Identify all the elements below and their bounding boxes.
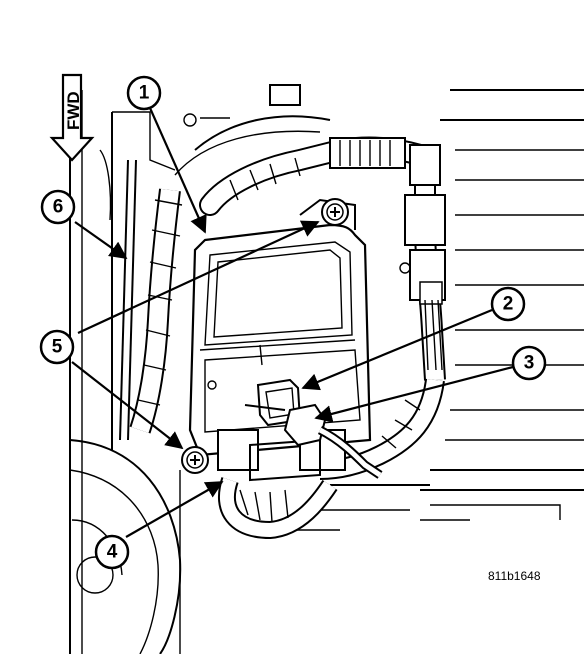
callout-5: 5 [39,329,75,365]
callout-6-label: 6 [53,197,64,218]
callout-2: 2 [490,286,526,322]
drawing-code: 811b1648 [488,569,541,583]
callout-1: 1 [126,75,162,111]
callout-3-label: 3 [524,353,535,374]
leader-3 [314,365,514,423]
leader-1 [148,107,207,234]
leader-6 [74,221,128,260]
leader-2 [301,308,493,391]
callout-1-label: 1 [139,83,150,104]
mounting-screw-upper [321,198,349,226]
control-module [188,198,383,482]
fwd-arrow-icon [49,73,95,162]
callout-4: 4 [94,534,130,570]
wire-harness [129,136,446,540]
callout-5-label: 5 [52,337,63,358]
mounting-screw-lower [181,446,209,474]
callout-3: 3 [511,345,547,381]
leader-4 [125,481,224,538]
callout-2-label: 2 [503,294,514,315]
fwd-label: FWD [64,91,83,130]
leader-5a [77,220,320,334]
callout-4-label: 4 [107,542,118,563]
callout-6: 6 [40,189,76,225]
leader-5b [71,361,184,450]
leader-lines [71,107,514,538]
